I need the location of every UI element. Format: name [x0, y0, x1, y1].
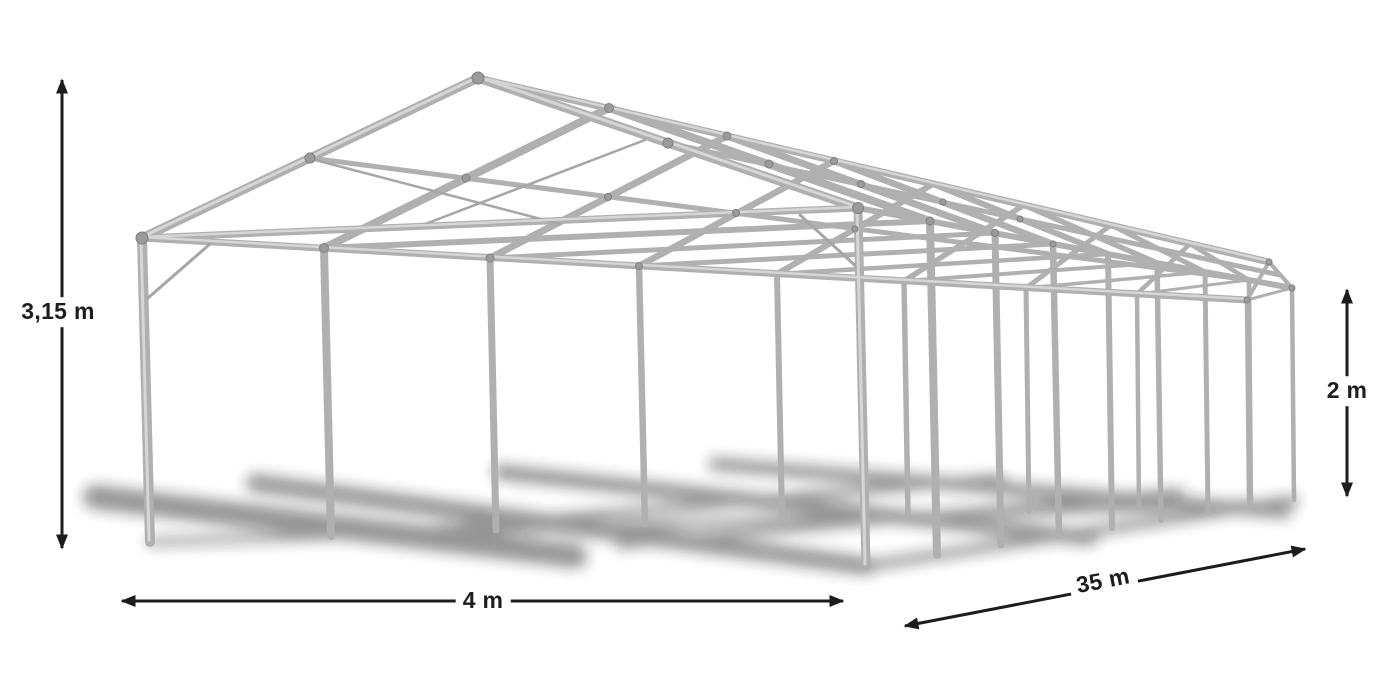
tent-frame-joints [135, 71, 1296, 304]
tent-frame-front-gable [137, 73, 871, 571]
side-height-dimension-label: 2 m [1319, 376, 1375, 406]
width-dimension-label: 4 m [455, 586, 511, 616]
height-dimension-label: 3,15 m [14, 297, 102, 327]
tent-frame-braces [146, 138, 862, 300]
